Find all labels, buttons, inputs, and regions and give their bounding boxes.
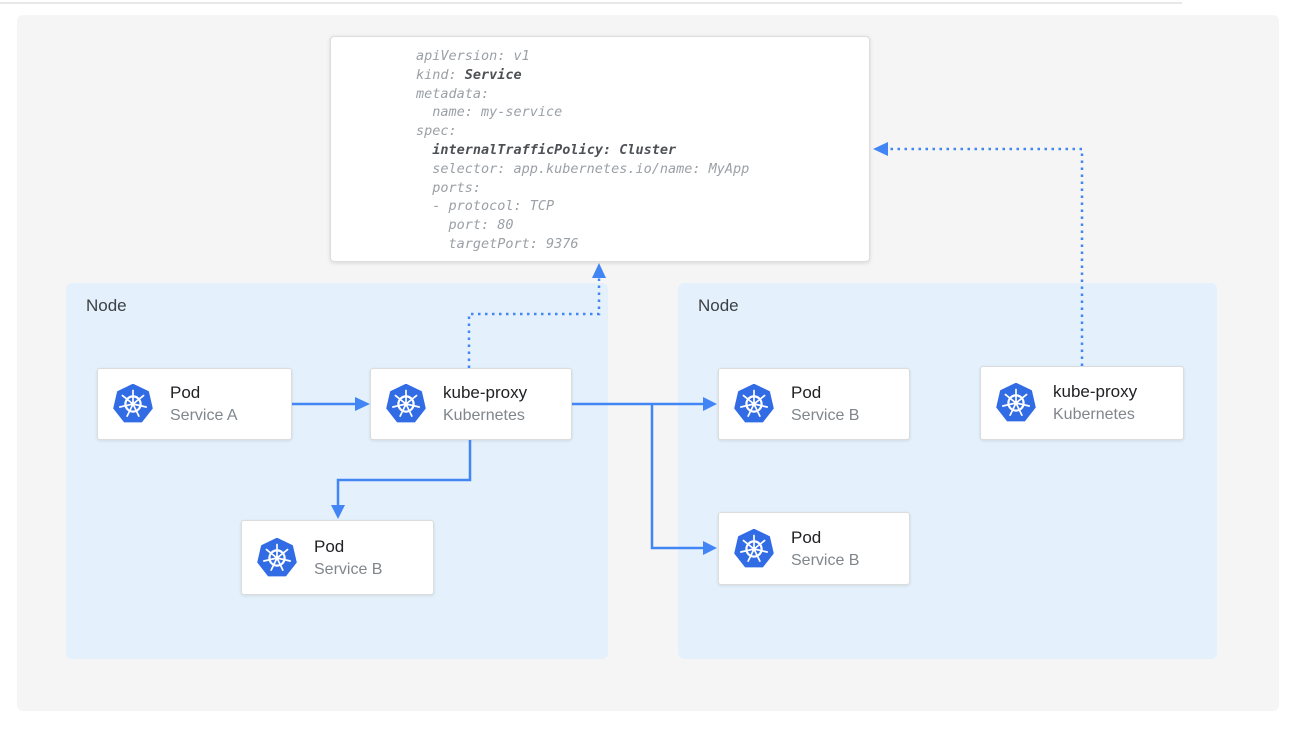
card-subtitle: Service B [791, 407, 860, 424]
yaml-line: selector: app.kubernetes.io/name: MyApp [416, 160, 750, 177]
card-subtitle: Service B [314, 560, 383, 578]
yaml-line: - protocol: TCP [416, 198, 555, 215]
kubernetes-icon [733, 383, 775, 424]
yaml-line: name: my-service [416, 104, 563, 121]
card-subtitle: Service B [791, 551, 860, 569]
kubernetes-icon [995, 382, 1037, 423]
node-label: Node [86, 296, 127, 315]
yaml-line: ports: [416, 179, 482, 196]
node-box-right: Node [678, 283, 1217, 659]
yaml-line: metadata: [416, 85, 490, 102]
card-pod-service-b-right-top: Pod Service B [718, 368, 910, 440]
kubernetes-icon [733, 527, 775, 569]
card-title: Pod [791, 527, 822, 547]
card-subtitle: Service A [170, 407, 238, 424]
card-title: Pod [170, 383, 201, 402]
yaml-line: port: 80 [416, 217, 514, 234]
service-yaml-card: apiVersion: v1 kind: Service metadata: n… [330, 36, 870, 262]
yaml-line: kind: Service [416, 66, 522, 83]
card-kube-proxy-left: kube-proxy Kubernetes [370, 368, 572, 440]
kubernetes-icon [385, 383, 427, 424]
kubernetes-icon [256, 536, 298, 578]
card-title: kube-proxy [1053, 382, 1138, 401]
node-box-left: Node [66, 283, 608, 659]
card-title: Pod [791, 383, 822, 402]
node-label: Node [698, 296, 739, 315]
yaml-line: internalTrafficPolicy: Cluster [432, 141, 677, 158]
yaml-line: apiVersion: v1 [416, 48, 530, 64]
card-subtitle: Kubernetes [443, 407, 525, 424]
card-kube-proxy-right: kube-proxy Kubernetes [980, 366, 1184, 440]
card-pod-service-b-left: Pod Service B [241, 520, 434, 595]
card-pod-service-b-right-bottom: Pod Service B [718, 512, 910, 585]
card-subtitle: Kubernetes [1053, 406, 1135, 423]
yaml-line: spec: [416, 123, 457, 140]
card-title: Pod [314, 536, 345, 556]
kubernetes-icon [112, 383, 154, 424]
top-divider-rule [0, 2, 1182, 4]
yaml-line: targetPort: 9376 [416, 235, 579, 252]
card-title: kube-proxy [443, 383, 528, 402]
card-pod-service-a: Pod Service A [97, 368, 292, 440]
